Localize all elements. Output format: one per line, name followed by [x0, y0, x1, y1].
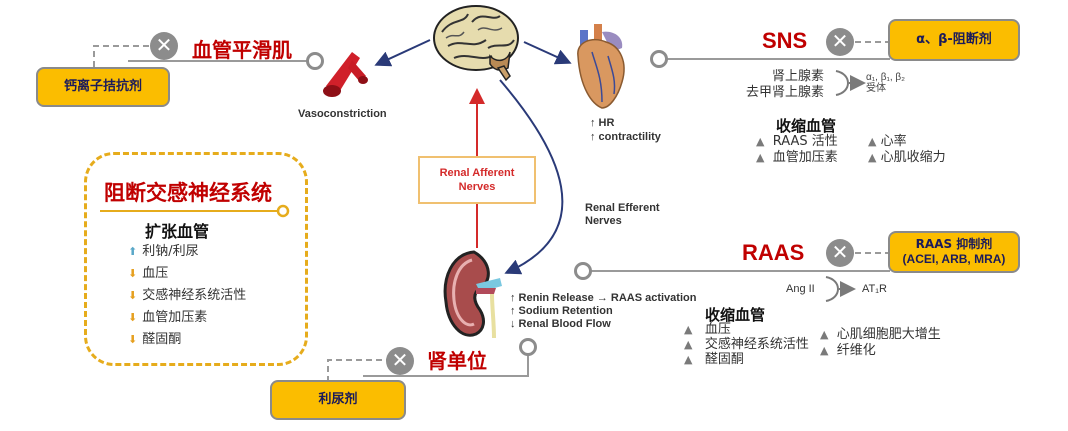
renal-afferent-nerves-box: Renal Afferent Nerves	[418, 156, 536, 204]
sns-bracket	[835, 70, 849, 96]
heart-icon	[577, 24, 625, 109]
raas-inhibitor-classes: (ACEI, ARB, MRA)	[902, 252, 1006, 266]
arrow-up-icon: ▲	[820, 344, 829, 357]
kidney-effect-renin: ↑ Renin Release → RAAS activation	[510, 292, 697, 304]
renal-solid-line	[363, 355, 529, 377]
blood-vessel-icon	[323, 52, 368, 97]
sns-vasoconstriction-heading: 收缩血管	[776, 117, 837, 135]
brain-icon	[433, 5, 519, 82]
renal-dashed-line	[327, 359, 388, 382]
kidney-effect-blood-flow: ↓ Renal Blood Flow	[510, 318, 611, 330]
raas-node-circle	[574, 262, 592, 280]
calcium-channel-blocker-label: 钙离子拮抗剂	[63, 79, 142, 94]
raas-effect-aldosterone: ▲ 醛固酮	[684, 352, 744, 367]
block-sns-effect-text: 血管加压素	[142, 310, 208, 325]
sns-effect-raas: ▲ RAAS 活性	[756, 134, 838, 149]
raas-inhibitor-button[interactable]: RAAS 抑制剂 (ACEI, ARB, MRA)	[888, 231, 1020, 273]
block-sns-effect-text: 血压	[142, 266, 169, 281]
raas-receptor-at1r: AT₁R	[862, 283, 887, 295]
raas-effect-fibrosis: ▲ 纤维化	[820, 343, 876, 358]
arrow-up-icon: ▲	[684, 353, 693, 366]
block-sns-effect-text: 利钠/利尿	[142, 244, 199, 259]
sns-target-title: SNS	[762, 28, 808, 53]
block-sns-effects-list: ⬆ 利钠/利尿 ⬇ 血压 ⬇ 交感神经系统活性 ⬇ 血管加压素 ⬇ 醛固酮	[128, 244, 246, 354]
sns-receptor-label: 受体	[866, 83, 886, 94]
heart-effect-hr: ↑ HR	[590, 117, 615, 129]
arrow-up-icon: ⬆	[128, 245, 138, 258]
sns-receptor-types: α₁, β₁, β₂	[866, 72, 906, 83]
renal-node-circle	[519, 338, 537, 356]
sns-effect-vasopressin: ▲ 血管加压素	[756, 150, 838, 165]
sns-effect-contractility: ▲ 心肌收缩力	[868, 150, 946, 165]
renal-target-title: 肾单位	[427, 349, 487, 373]
kidney-icon	[443, 250, 502, 339]
arrow-up-icon: ▲	[756, 135, 765, 148]
raas-effect-hypertrophy-text: 心肌细胞肥大增生	[836, 327, 941, 342]
block-sns-heading: 扩张血管	[145, 222, 210, 241]
block-sns-effect-item: ⬇ 交感神经系统活性	[128, 288, 246, 303]
diuretic-button[interactable]: 利尿剂	[270, 380, 406, 420]
vessel-caption: Vasoconstriction	[298, 108, 387, 120]
sns-effect-heart-rate: ▲ 心率	[868, 134, 907, 149]
block-sns-effect-item: ⬆ 利钠/利尿	[128, 244, 246, 259]
block-x-icon: ✕	[386, 347, 414, 375]
arrow-up-icon: ▲	[684, 323, 693, 336]
calcium-channel-blocker-button[interactable]: 钙离子拮抗剂	[36, 67, 170, 107]
block-x-icon: ✕	[826, 239, 854, 267]
renal-efferent-nerves-label: Renal Efferent Nerves	[585, 202, 660, 227]
block-sns-panel	[84, 152, 308, 366]
raas-effect-sns: ▲ 交感神经系统活性	[684, 337, 809, 352]
renal-afferent-nerves-label: Renal Afferent Nerves	[439, 167, 515, 193]
block-title-underline-dot	[276, 204, 290, 218]
watermark-text: 公众号 · hua88心资讯	[680, 374, 903, 399]
raas-vasoconstriction-heading: 收缩血管	[705, 306, 766, 324]
raas-effect-hypertrophy: ▲ 心肌细胞肥大增生	[820, 327, 941, 342]
sns-effect-contractility-text: 心肌收缩力	[880, 150, 946, 165]
arrow-up-icon: ▲	[756, 151, 765, 164]
alpha-beta-blocker-label: α、β-阻断剂	[916, 32, 992, 47]
sns-node-circle	[650, 50, 668, 68]
sns-effect-raas-text: RAAS 活性	[772, 134, 838, 149]
arrow-down-icon: ⬇	[128, 333, 138, 346]
vascular-target-title: 血管平滑肌	[192, 38, 292, 62]
diuretic-label: 利尿剂	[318, 392, 358, 407]
raas-target-title: RAAS	[742, 240, 805, 265]
raas-effect-bp-text: 血压	[704, 322, 731, 337]
raas-effect-aldosterone-text: 醛固酮	[704, 352, 744, 367]
arrow-up-icon: ▲	[868, 135, 877, 148]
raas-inhibitor-label: RAAS 抑制剂	[915, 237, 993, 251]
arrow-up-icon: ▲	[820, 328, 829, 341]
block-x-icon: ✕	[826, 28, 854, 56]
raas-effect-sns-text: 交感神经系统活性	[704, 337, 809, 352]
raas-ligand-ang-ii: Ang II	[786, 283, 815, 295]
vascular-dashed-line	[93, 45, 150, 67]
sns-hormone-norepinephrine: 去甲肾上腺素	[745, 85, 824, 100]
block-sns-effect-item: ⬇ 血管加压素	[128, 310, 246, 325]
raas-bracket	[825, 276, 839, 302]
block-sns-title: 阻断交感神经系统	[104, 181, 272, 205]
block-sns-effect-text: 醛固酮	[142, 332, 182, 347]
block-x-icon: ✕	[150, 32, 178, 60]
sns-effect-heart-rate-text: 心率	[880, 134, 907, 149]
block-sns-effect-item: ⬇ 血压	[128, 266, 246, 281]
efferent-arrow-kidney	[499, 79, 564, 275]
raas-effect-bp: ▲ 血压	[684, 322, 731, 337]
block-sns-effect-text: 交感神经系统活性	[142, 288, 247, 303]
heart-effect-contractility: ↑ contractility	[590, 131, 661, 143]
efferent-arrow-heart	[523, 41, 572, 65]
sns-hormone-epinephrine: 肾上腺素	[771, 69, 824, 84]
arrow-up-icon: ▲	[868, 151, 877, 164]
vascular-node-circle	[306, 52, 324, 70]
efferent-arrow-vessel	[374, 39, 431, 67]
arrow-down-icon: ⬇	[128, 289, 138, 302]
arrow-down-icon: ⬇	[128, 311, 138, 324]
sns-effect-vasopressin-text: 血管加压素	[772, 150, 838, 165]
arrow-up-icon: ▲	[684, 338, 693, 351]
raas-effect-fibrosis-text: 纤维化	[836, 343, 876, 358]
block-sns-effect-item: ⬇ 醛固酮	[128, 332, 246, 347]
arrow-down-icon: ⬇	[128, 267, 138, 280]
alpha-beta-blocker-button[interactable]: α、β-阻断剂	[888, 19, 1020, 61]
kidney-effect-sodium: ↑ Sodium Retention	[510, 305, 613, 317]
